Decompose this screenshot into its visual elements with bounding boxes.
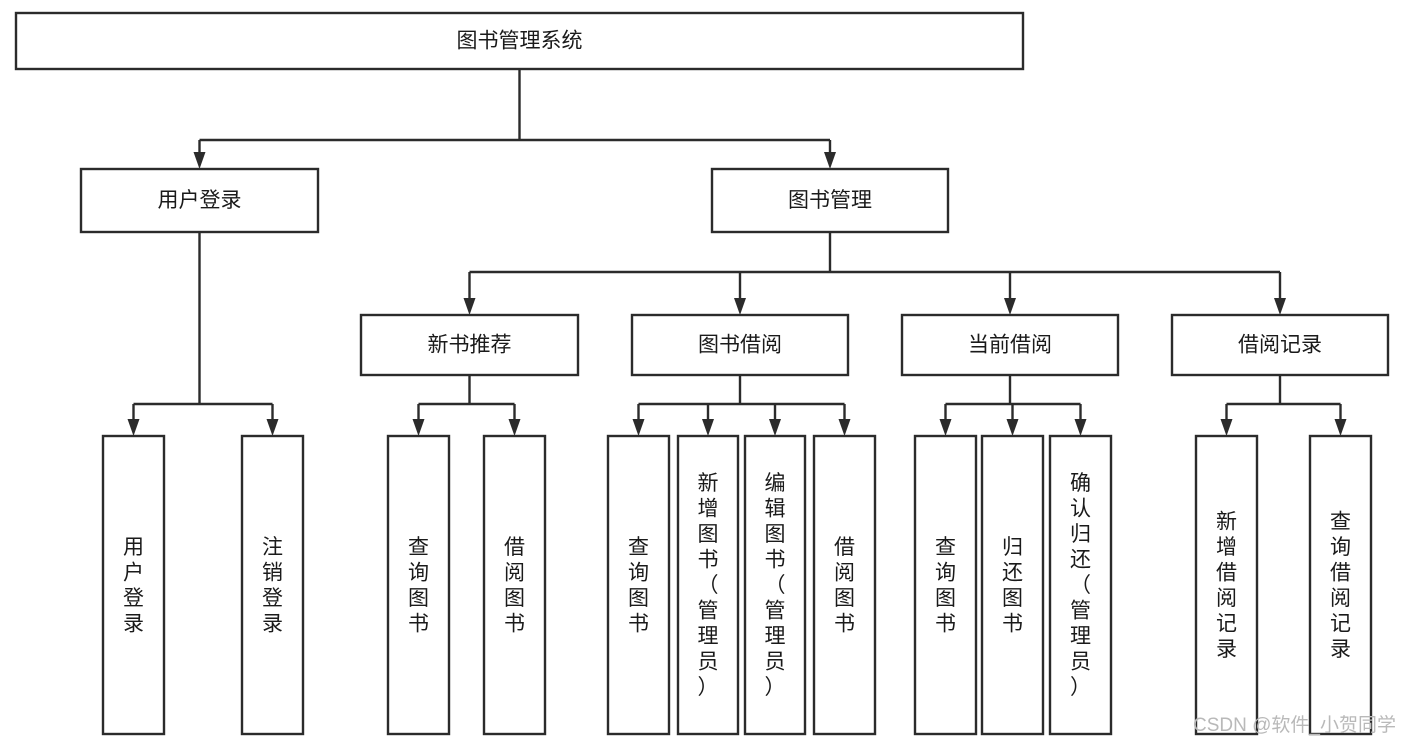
arrow-head-n_book_borrow (734, 298, 746, 315)
arrow-head-l_add_record (1220, 419, 1233, 436)
arrow-head-l_query_record (1334, 419, 1347, 436)
arrow-head-n_book_mgmt (824, 152, 836, 169)
node-box-l_query_book_2[interactable] (606, 434, 671, 736)
arrow-head-l_add_book (702, 419, 714, 436)
node-l_user_login[interactable]: 用户登录 (101, 434, 166, 736)
arrow-head-l_user_login (127, 419, 140, 436)
arrow-head-l_borrow_book_2 (838, 419, 851, 436)
node-box-n_borrow_record[interactable] (1170, 313, 1390, 377)
node-n_borrow_record[interactable]: 借阅记录 (1170, 313, 1390, 377)
arrow-head-l_query_book_1 (412, 419, 425, 436)
arrow-head-l_confirm_return (1074, 419, 1087, 436)
node-box-n_book_mgmt[interactable] (710, 167, 950, 234)
node-box-l_query_record[interactable] (1308, 434, 1373, 736)
node-label-n_user_login: 用户登录 (158, 189, 242, 212)
node-l_add_record[interactable]: 新增借阅记录 (1194, 434, 1259, 736)
node-l_return_book[interactable]: 归还图书 (980, 434, 1045, 736)
csdn-watermark: CSDN @软件_小贺同学 (1193, 714, 1396, 736)
node-label-l_query_book_2: 查询图书 (628, 536, 649, 636)
node-box-l_borrow_book_2[interactable] (812, 434, 877, 736)
node-box-n_current_borrow[interactable] (900, 313, 1120, 377)
node-l_query_book_1[interactable]: 查询图书 (386, 434, 451, 736)
node-l_user_logout[interactable]: 注销登录 (240, 434, 305, 736)
node-box-l_edit_book[interactable] (743, 434, 807, 736)
node-label-n_book_borrow: 图书借阅 (698, 334, 782, 357)
connector-layer (127, 69, 1347, 436)
node-box-l_query_book_3[interactable] (913, 434, 978, 736)
arrow-head-l_query_book_2 (632, 419, 645, 436)
node-label-l_borrow_book_2: 借阅图书 (834, 536, 855, 636)
arrow-head-l_query_book_3 (939, 419, 952, 436)
arrow-head-l_user_logout (266, 419, 279, 436)
node-label-l_query_book_1: 查询图书 (408, 536, 429, 636)
node-box-n_book_borrow[interactable] (630, 313, 850, 377)
node-box-root[interactable] (14, 11, 1025, 71)
node-l_confirm_return[interactable]: 确认归还（管理员） (1048, 434, 1113, 736)
arrow-head-n_user_login (193, 152, 206, 169)
node-box-l_confirm_return[interactable] (1048, 434, 1113, 736)
node-label-l_add_book: 新增图书（管理员） (698, 472, 719, 699)
node-label-l_borrow_book_1: 借阅图书 (504, 536, 525, 636)
node-box-l_user_login[interactable] (101, 434, 166, 736)
node-l_query_record[interactable]: 查询借阅记录 (1308, 434, 1373, 736)
node-label-l_edit_book: 编辑图书（管理员） (765, 472, 786, 699)
arrow-head-l_borrow_book_1 (508, 419, 521, 436)
node-label-l_query_book_3: 查询图书 (935, 536, 956, 636)
arrow-head-n_borrow_record (1274, 298, 1286, 315)
node-label-l_user_logout: 注销登录 (262, 536, 283, 636)
node-box-l_query_book_1[interactable] (386, 434, 451, 736)
node-l_add_book[interactable]: 新增图书（管理员） (676, 434, 740, 736)
node-label-n_current_borrow: 当前借阅 (968, 334, 1052, 357)
arrow-head-l_return_book (1006, 419, 1019, 436)
node-l_query_book_2[interactable]: 查询图书 (606, 434, 671, 736)
arrow-head-n_current_borrow (1004, 298, 1016, 315)
node-n_current_borrow[interactable]: 当前借阅 (900, 313, 1120, 377)
node-n_book_mgmt[interactable]: 图书管理 (710, 167, 950, 234)
node-label-n_new_book_rec: 新书推荐 (428, 334, 512, 357)
node-layer: 图书管理系统用户登录图书管理新书推荐图书借阅当前借阅借阅记录用户登录注销登录查询… (14, 11, 1390, 736)
node-label-l_return_book: 归还图书 (1002, 536, 1023, 636)
node-l_borrow_book_1[interactable]: 借阅图书 (482, 434, 547, 736)
node-l_edit_book[interactable]: 编辑图书（管理员） (743, 434, 807, 736)
node-label-n_borrow_record: 借阅记录 (1238, 334, 1322, 357)
node-label-l_add_record: 新增借阅记录 (1216, 510, 1237, 661)
node-l_borrow_book_2[interactable]: 借阅图书 (812, 434, 877, 736)
node-box-l_add_book[interactable] (676, 434, 740, 736)
node-n_new_book_rec[interactable]: 新书推荐 (359, 313, 580, 377)
node-label-n_book_mgmt: 图书管理 (788, 189, 872, 212)
node-box-l_return_book[interactable] (980, 434, 1045, 736)
arrow-head-l_edit_book (769, 419, 781, 436)
node-root[interactable]: 图书管理系统 (14, 11, 1025, 71)
node-l_query_book_3[interactable]: 查询图书 (913, 434, 978, 736)
node-n_user_login[interactable]: 用户登录 (79, 167, 320, 234)
arrow-head-n_new_book_rec (463, 298, 476, 315)
node-box-l_borrow_book_1[interactable] (482, 434, 547, 736)
node-box-l_user_logout[interactable] (240, 434, 305, 736)
node-box-n_user_login[interactable] (79, 167, 320, 234)
node-n_book_borrow[interactable]: 图书借阅 (630, 313, 850, 377)
node-label-l_query_record: 查询借阅记录 (1330, 510, 1351, 661)
node-box-l_add_record[interactable] (1194, 434, 1259, 736)
node-label-root: 图书管理系统 (457, 30, 583, 53)
node-box-n_new_book_rec[interactable] (359, 313, 580, 377)
node-label-l_confirm_return: 确认归还（管理员） (1070, 472, 1091, 699)
node-label-l_user_login: 用户登录 (123, 536, 144, 636)
